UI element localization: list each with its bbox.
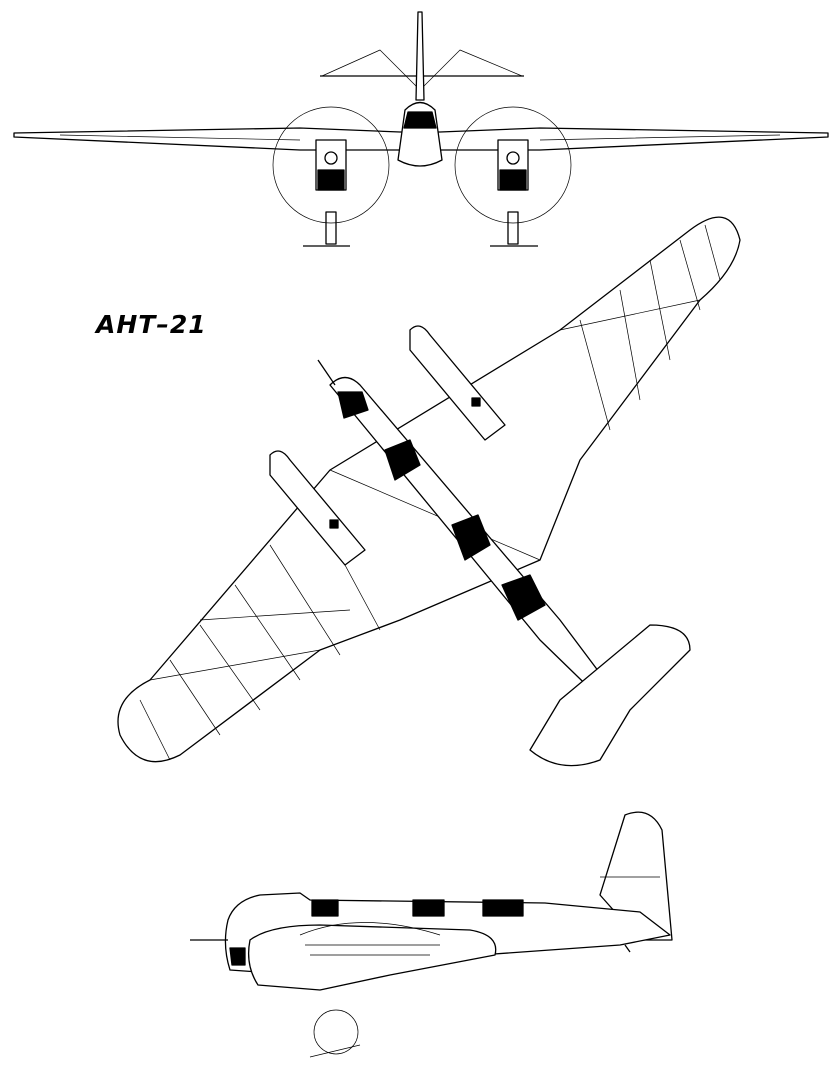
side-engine-nacelle bbox=[247, 924, 497, 991]
side-fin bbox=[599, 811, 673, 941]
right-propeller-disc bbox=[454, 106, 572, 224]
top-left-engine bbox=[269, 450, 366, 566]
front-fin bbox=[415, 11, 425, 101]
side-view bbox=[190, 811, 673, 1058]
left-propeller-disc bbox=[272, 106, 390, 224]
top-right-engine bbox=[409, 325, 506, 441]
top-tailplane bbox=[529, 624, 691, 767]
side-wheel bbox=[313, 1009, 359, 1055]
right-gear bbox=[490, 211, 538, 247]
top-view bbox=[117, 216, 741, 767]
left-gear bbox=[303, 211, 350, 247]
front-view bbox=[13, 11, 829, 247]
aircraft-designation-label: AHT–21 bbox=[96, 310, 207, 339]
